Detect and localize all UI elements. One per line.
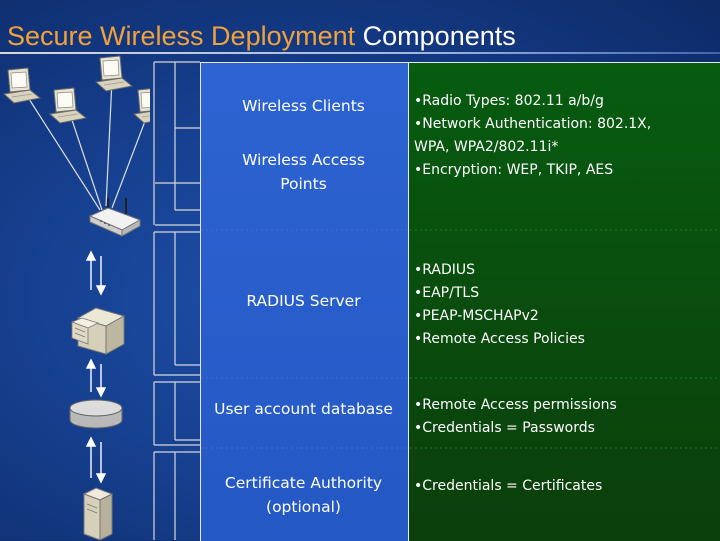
detail-item: •Radio Types: 802.11 a/b/g — [414, 93, 604, 109]
slide-title-part2: Components — [362, 21, 516, 51]
network-illustration — [3, 55, 150, 540]
component-column — [200, 62, 409, 541]
detail-item: WPA, WPA2/802.11i* — [414, 139, 559, 155]
slide-title: Secure Wireless Deployment Components — [7, 20, 516, 52]
label-certificate-authority: Certificate Authority (optional) — [201, 471, 406, 519]
laptop-icon — [3, 55, 150, 124]
detail-item: •Credentials = Certificates — [414, 478, 603, 494]
wireless-access-point-icon — [88, 198, 142, 237]
database-icon — [69, 399, 123, 429]
detail-item: •Remote Access permissions — [414, 397, 617, 413]
details-radius: •RADIUS •EAP/TLS •PEAP-MSCHAPv2 •Remote … — [414, 259, 585, 351]
details-wireless: •Radio Types: 802.11 a/b/g •Network Auth… — [414, 90, 651, 182]
title-underline — [0, 52, 720, 54]
server-icon — [70, 307, 126, 355]
detail-item: •PEAP-MSCHAPv2 — [414, 308, 539, 324]
detail-item: •Remote Access Policies — [414, 331, 585, 347]
detail-item: •Credentials = Passwords — [414, 420, 595, 436]
details-database: •Remote Access permissions •Credentials … — [414, 394, 617, 440]
detail-item: •EAP/TLS — [414, 285, 480, 301]
detail-item: •RADIUS — [414, 262, 476, 278]
details-column — [409, 62, 720, 541]
label-wap-line1: Wireless Access — [242, 151, 365, 169]
label-radius-server: RADIUS Server — [246, 292, 361, 310]
detail-item: •Network Authentication: 802.1X, — [414, 116, 652, 132]
detail-item: •Encryption: WEP, TKIP, AES — [414, 162, 614, 178]
details-ca: •Credentials = Certificates — [414, 475, 602, 498]
label-user-account-database: User account database — [214, 400, 393, 418]
label-wireless-clients: Wireless Clients — [242, 97, 365, 115]
label-ca-line2: (optional) — [266, 498, 341, 516]
label-wireless-access-points: Wireless Access Points — [201, 148, 406, 196]
label-wap-line2: Points — [280, 175, 327, 193]
tower-server-icon — [82, 487, 114, 540]
label-ca-line1: Certificate Authority — [224, 474, 383, 492]
slide-title-part1: Secure Wireless Deployment — [7, 21, 356, 51]
